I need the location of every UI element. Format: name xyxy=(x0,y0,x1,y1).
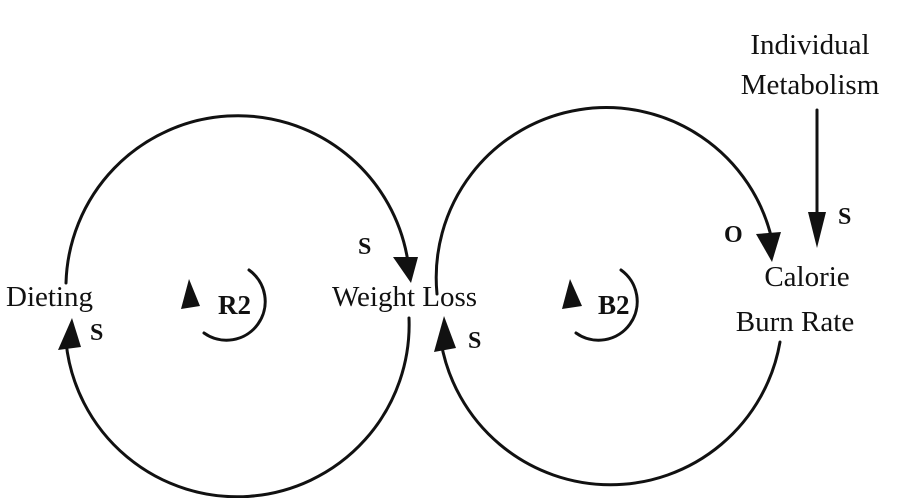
link-weight-loss-to-dieting xyxy=(64,316,411,498)
loop-label-r2: R2 xyxy=(218,290,251,320)
variable-calorie-burn-rate-line2: Burn Rate xyxy=(736,306,854,338)
polarity-calorie-burn-rate-to-weight-loss: O xyxy=(724,222,743,248)
polarity-weight-loss-to-dieting: S xyxy=(90,320,103,346)
loop-indicator-r2-arrowhead xyxy=(181,279,200,309)
link-calorie-burn-rate-to-weight-loss xyxy=(439,340,782,487)
link-dieting-to-weight-loss xyxy=(64,114,410,285)
arrowhead-from-metabolism xyxy=(808,212,826,248)
variable-individual-metabolism-line2: Metabolism xyxy=(741,69,880,101)
variable-individual-metabolism-line1: Individual xyxy=(750,29,869,61)
polarity-weight-loss-to-calorie-burn-rate: S xyxy=(468,328,481,354)
variable-calorie-burn-rate-line1: Calorie xyxy=(764,261,849,293)
variable-dieting: Dieting xyxy=(6,281,93,313)
polarity-metabolism-to-calorie-burn-rate: S xyxy=(838,204,851,230)
arrowhead-into-dieting xyxy=(58,318,81,350)
arrowhead-into-calorie-burn-rate xyxy=(756,232,781,262)
arrowhead-into-weight-loss-from-dieting xyxy=(393,257,418,283)
loop-indicator-b2 xyxy=(574,268,639,342)
loop-indicator-r2 xyxy=(202,268,267,342)
loop-indicator-b2-arrowhead xyxy=(562,279,582,309)
arrowhead-into-weight-loss-from-calorie-burn xyxy=(434,316,456,352)
loop-label-b2: B2 xyxy=(598,290,630,320)
variable-weight-loss: Weight Loss xyxy=(332,281,477,313)
polarity-dieting-to-weight-loss: S xyxy=(358,234,371,260)
link-weight-loss-to-calorie-burn-rate xyxy=(434,106,774,296)
